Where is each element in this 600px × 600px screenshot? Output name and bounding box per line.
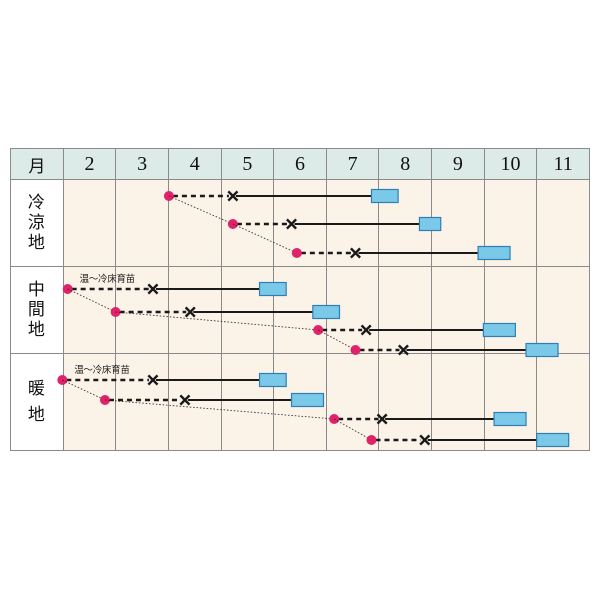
grid-cell <box>325 353 380 451</box>
annotation-warm-seedling: 温〜冷床育苗 <box>74 365 130 376</box>
grid-cell <box>115 266 169 354</box>
table-header-row: 月 2 3 4 5 6 7 8 9 10 11 <box>10 148 590 180</box>
row-label-char: 間 <box>27 299 46 320</box>
row-label-warm-region: 暖 地 <box>10 353 64 451</box>
grid-cell <box>273 353 327 451</box>
grid-cell <box>167 179 222 267</box>
grid-cell <box>273 266 327 354</box>
table-row: 冷 涼 地 <box>10 179 590 267</box>
row-label-char: 地 <box>27 320 46 341</box>
header-month-4: 4 <box>167 148 222 180</box>
row-label-char: 冷 <box>27 192 46 213</box>
header-month-label: 月 <box>10 148 64 180</box>
header-month-7: 7 <box>325 148 380 180</box>
grid-cell <box>115 179 169 267</box>
annotation-intermediate-seedling: 温〜冷床育苗 <box>79 274 136 285</box>
header-month-8: 8 <box>378 148 432 180</box>
header-month-10: 10 <box>483 148 538 180</box>
row-label-char: 暖 <box>27 379 46 400</box>
header-month-11: 11 <box>536 148 590 180</box>
grid-cell <box>273 179 327 267</box>
grid-cell <box>536 266 590 354</box>
grid-cell <box>167 353 222 451</box>
header-month-2: 2 <box>62 148 117 180</box>
row-label-char: 地 <box>27 233 46 254</box>
row-label-char: 涼 <box>27 212 46 233</box>
grid-cell <box>62 179 117 267</box>
row-label-intermediate-region: 中 間 地 <box>10 266 64 354</box>
grid-cell <box>431 266 485 354</box>
header-month-3: 3 <box>115 148 169 180</box>
header-month-5: 5 <box>220 148 275 180</box>
grid-cell <box>378 179 432 267</box>
grid-cell <box>378 266 432 354</box>
row-label-char: 中 <box>27 279 46 300</box>
grid-cell <box>325 179 380 267</box>
calendar-table: 月 2 3 4 5 6 7 8 9 10 11 冷 涼 地 <box>10 148 590 451</box>
grid-cell <box>431 179 485 267</box>
grid-cell <box>536 353 590 451</box>
header-month-6: 6 <box>273 148 327 180</box>
grid-cell <box>483 353 538 451</box>
row-label-cool-region: 冷 涼 地 <box>10 179 64 267</box>
grid-cell <box>536 179 590 267</box>
grid-cell <box>325 266 380 354</box>
grid-cell <box>220 266 275 354</box>
grid-cell <box>431 353 485 451</box>
header-month-9: 9 <box>431 148 485 180</box>
grid-cell <box>483 266 538 354</box>
grid-cell <box>483 179 538 267</box>
row-label-char: 地 <box>27 404 46 425</box>
grid-cell <box>220 179 275 267</box>
grid-cell <box>220 353 275 451</box>
grid-cell <box>378 353 432 451</box>
grid-cell <box>167 266 222 354</box>
